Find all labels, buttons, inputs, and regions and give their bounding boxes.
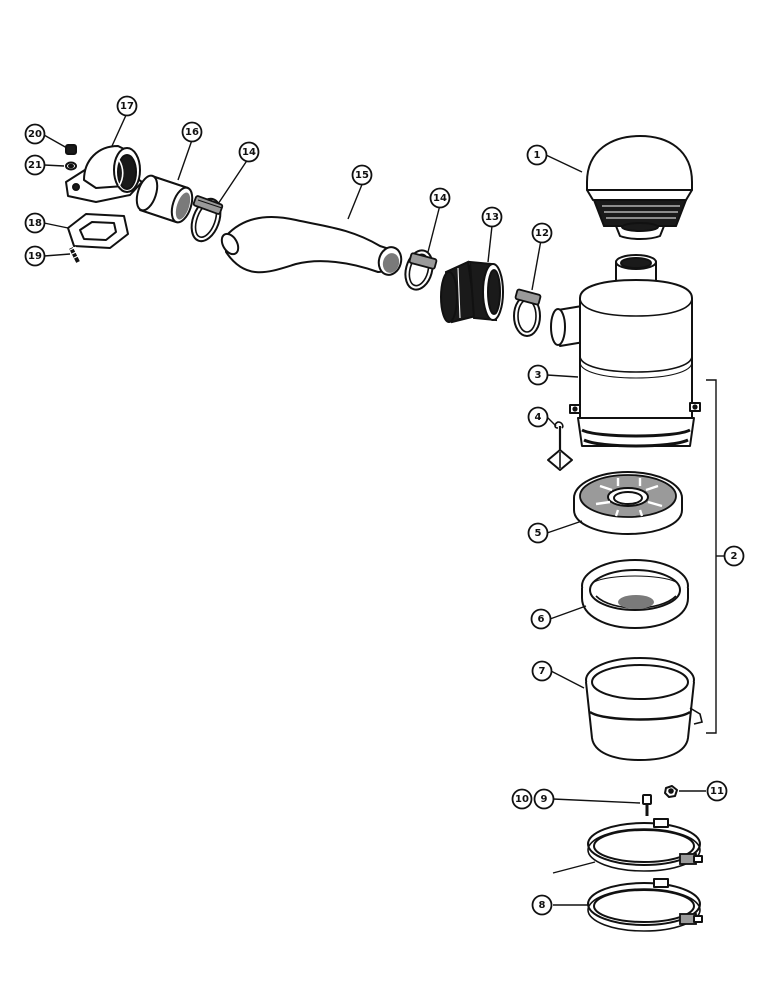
callout-label: 7 bbox=[539, 666, 546, 677]
callout-circle bbox=[723, 545, 745, 567]
callout-circle bbox=[527, 364, 549, 386]
callout-12: 12 bbox=[531, 222, 553, 244]
callout-9: 9 bbox=[533, 788, 555, 810]
callout-circle bbox=[526, 144, 548, 166]
part-15-hose bbox=[220, 216, 403, 276]
part-17-elbow bbox=[65, 145, 143, 203]
callout-circle bbox=[533, 788, 555, 810]
part-14-clamp-right bbox=[404, 249, 438, 291]
part-13-adapter bbox=[440, 260, 504, 324]
callout-circle bbox=[706, 780, 728, 802]
callout-label: 13 bbox=[485, 212, 499, 223]
callout-14: 14 bbox=[429, 187, 451, 209]
callout-label: 4 bbox=[535, 412, 542, 423]
callout-label: 20 bbox=[28, 129, 42, 140]
part-8-band-lower bbox=[587, 878, 703, 932]
callout-label: 3 bbox=[535, 370, 542, 381]
callout-circle bbox=[527, 406, 549, 428]
part-4-wing-bolt bbox=[547, 421, 573, 471]
callout-label: 15 bbox=[355, 170, 369, 181]
callout-15: 15 bbox=[351, 164, 373, 186]
callout-label: 9 bbox=[541, 794, 548, 805]
part-7-oil-bowl bbox=[585, 657, 703, 761]
part-1-precleaner-cap bbox=[586, 135, 693, 240]
part-14-clamp-left bbox=[190, 195, 224, 243]
part-8-band-upper bbox=[587, 818, 703, 872]
callout-circle bbox=[351, 164, 373, 186]
callout-6: 6 bbox=[530, 608, 552, 630]
part-6-inner-cup bbox=[581, 559, 689, 629]
callout-3: 3 bbox=[527, 364, 549, 386]
callout-circle bbox=[481, 206, 503, 228]
callout-label: 16 bbox=[185, 127, 199, 138]
callout-circle bbox=[531, 222, 553, 244]
callout-circle bbox=[531, 660, 553, 682]
callout-circle bbox=[511, 788, 533, 810]
callout-5: 5 bbox=[527, 522, 549, 544]
part-3-cleaner-body bbox=[550, 254, 701, 448]
callout-label: 5 bbox=[535, 528, 542, 539]
callout-1: 1 bbox=[526, 144, 548, 166]
callout-circle bbox=[238, 141, 260, 163]
part-5-filter-element bbox=[573, 471, 683, 535]
part-21-washer bbox=[65, 161, 77, 171]
part-20-nut bbox=[65, 144, 77, 155]
callout-14: 14 bbox=[238, 141, 260, 163]
callout-8: 8 bbox=[531, 894, 553, 916]
callout-11: 11 bbox=[706, 780, 728, 802]
part-9-bolt bbox=[642, 794, 652, 816]
callout-circle bbox=[530, 608, 552, 630]
callout-19: 19 bbox=[24, 245, 46, 267]
callout-20: 20 bbox=[24, 123, 46, 145]
callout-10: 10 bbox=[511, 788, 533, 810]
callout-label: 14 bbox=[433, 193, 447, 204]
callout-21: 21 bbox=[24, 154, 46, 176]
callout-circle bbox=[116, 95, 138, 117]
callout-circle bbox=[24, 245, 46, 267]
callout-label: 17 bbox=[120, 101, 134, 112]
callout-circle bbox=[429, 187, 451, 209]
callout-4: 4 bbox=[527, 406, 549, 428]
assembly-2-bracket bbox=[706, 379, 717, 734]
callout-18: 18 bbox=[24, 212, 46, 234]
callout-label: 2 bbox=[731, 551, 738, 562]
part-16-sleeve bbox=[135, 174, 194, 224]
callout-label: 19 bbox=[28, 251, 42, 262]
part-18-gasket bbox=[67, 213, 129, 249]
callout-label: 14 bbox=[242, 147, 256, 158]
callout-circle bbox=[181, 121, 203, 143]
part-19-stud bbox=[69, 246, 81, 263]
callout-label: 10 bbox=[515, 794, 529, 805]
callout-circle bbox=[531, 894, 553, 916]
part-12-clamp bbox=[513, 288, 542, 337]
callout-17: 17 bbox=[116, 95, 138, 117]
callout-7: 7 bbox=[531, 660, 553, 682]
callout-label: 8 bbox=[539, 900, 546, 911]
callout-2: 2 bbox=[723, 545, 745, 567]
callout-label: 1 bbox=[534, 150, 541, 161]
leader-lines bbox=[43, 112, 706, 906]
part-11-nut bbox=[664, 785, 678, 798]
callout-label: 12 bbox=[535, 228, 549, 239]
callout-13: 13 bbox=[481, 206, 503, 228]
callout-circle bbox=[24, 154, 46, 176]
callout-16: 16 bbox=[181, 121, 203, 143]
callout-label: 21 bbox=[28, 160, 42, 171]
callout-label: 18 bbox=[28, 218, 42, 229]
callout-label: 11 bbox=[710, 786, 724, 797]
callout-circle bbox=[24, 212, 46, 234]
callout-circle bbox=[527, 522, 549, 544]
callout-label: 6 bbox=[538, 614, 545, 625]
callout-circle bbox=[24, 123, 46, 145]
